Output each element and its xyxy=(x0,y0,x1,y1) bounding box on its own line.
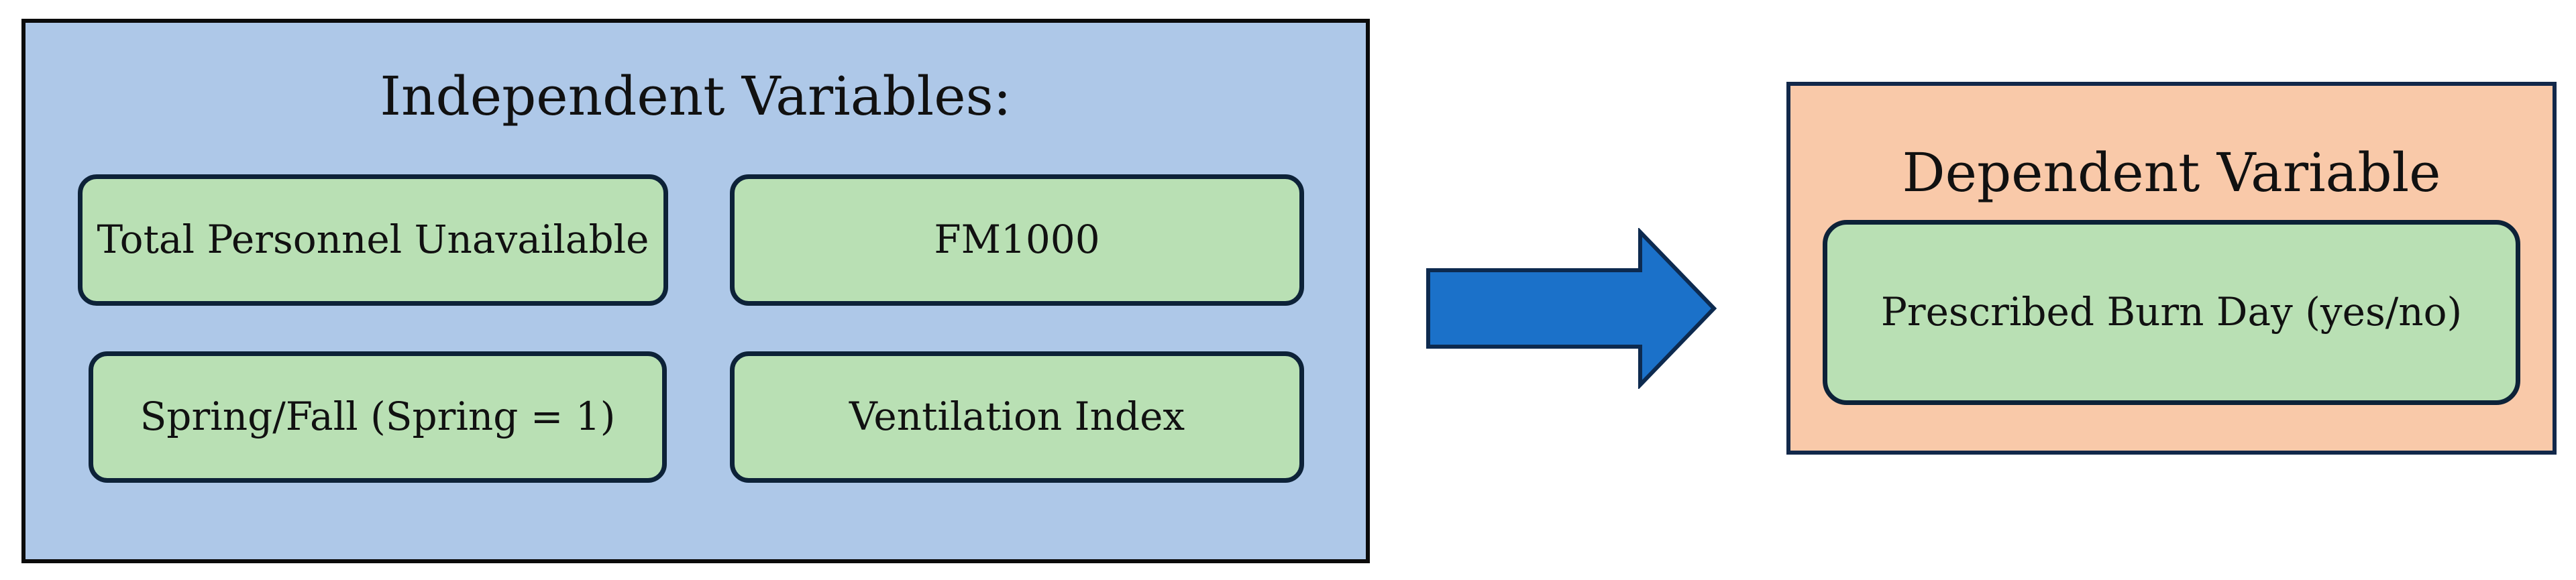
right-arrow-icon xyxy=(1426,228,1717,389)
variable-box-prescribed-burn-day: Prescribed Burn Day (yes/no) xyxy=(1823,220,2520,405)
dependent-variable-panel: Dependent Variable Prescribed Burn Day (… xyxy=(1786,82,2557,455)
dependent-variable-title: Dependent Variable xyxy=(1902,141,2441,204)
independent-variables-title: Independent Variables: xyxy=(380,65,1012,127)
variable-box-spring-fall: Spring/Fall (Spring = 1) xyxy=(89,351,667,483)
variable-box-total-personnel-unavailable: Total Personnel Unavailable xyxy=(78,174,668,306)
independent-variables-panel: Independent Variables: Total Personnel U… xyxy=(21,19,1370,563)
variable-box-fm1000: FM1000 xyxy=(730,174,1304,306)
variable-box-ventilation-index: Ventilation Index xyxy=(730,351,1304,483)
